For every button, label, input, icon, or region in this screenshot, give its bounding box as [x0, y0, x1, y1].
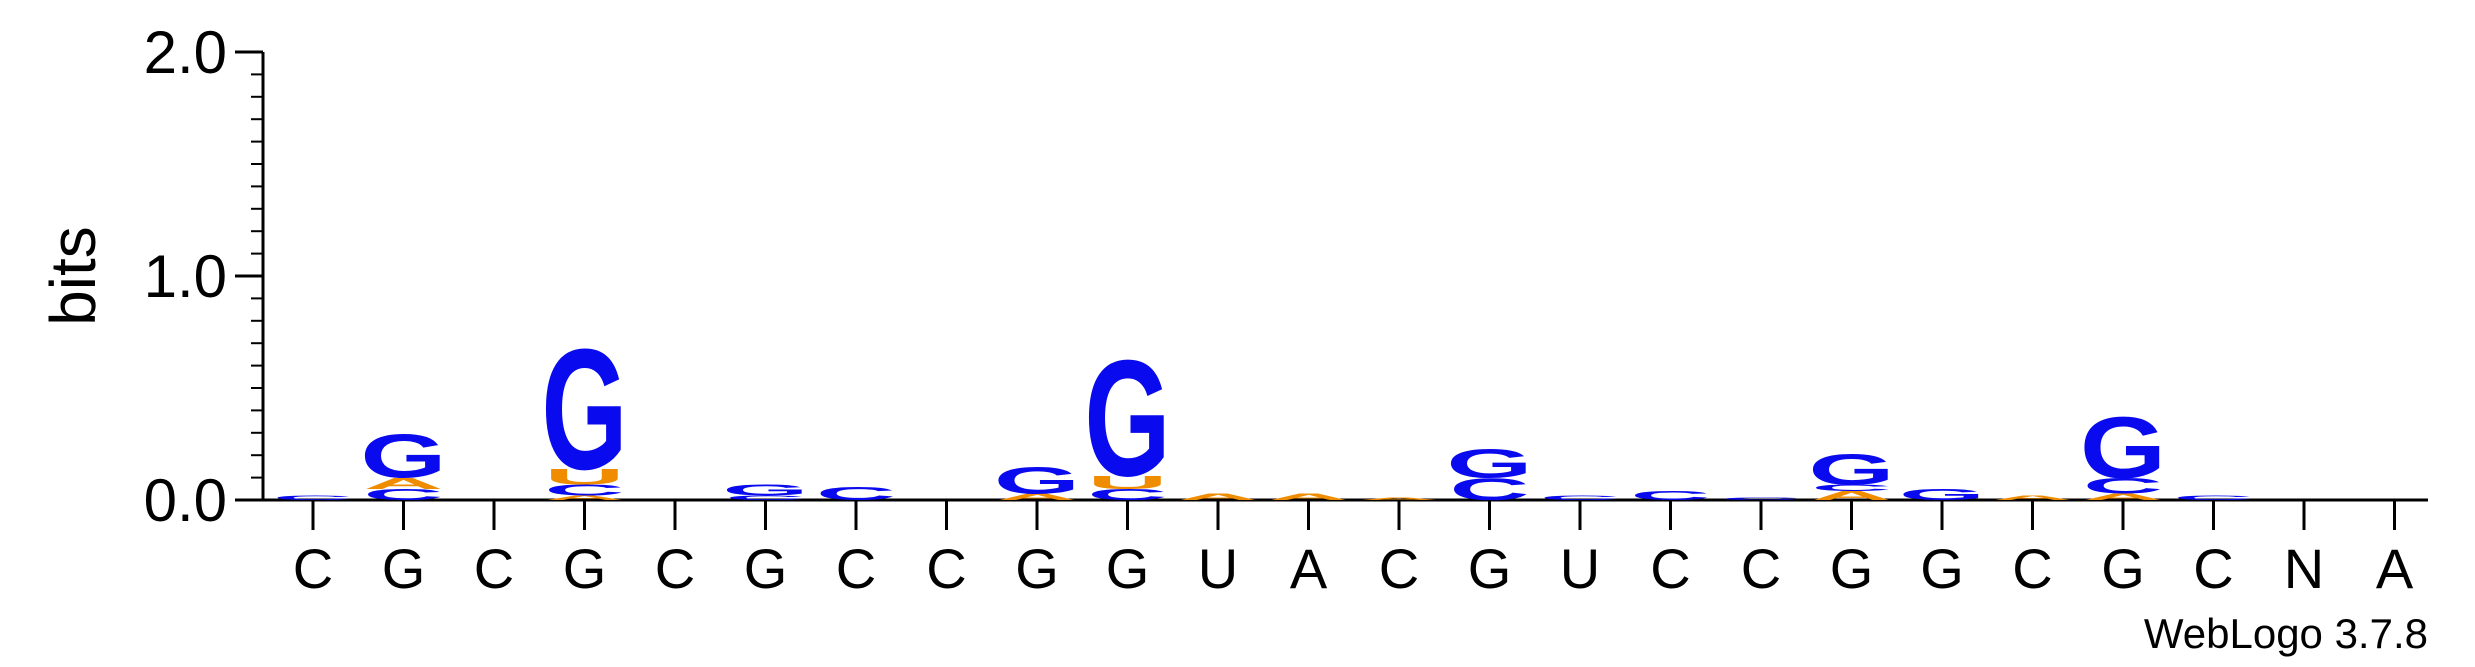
- logo-letter-group: C: [544, 481, 624, 499]
- logo-letter-u: U: [544, 465, 624, 489]
- logo-letter-c: C: [2173, 494, 2253, 501]
- y-tick-label: 0.0: [144, 467, 227, 534]
- logo-letter-group: A: [1268, 492, 1348, 503]
- x-tick-label: A: [1290, 537, 1328, 600]
- x-tick-label: U: [1198, 537, 1238, 600]
- x-tick-label: C: [1741, 537, 1781, 600]
- x-tick-label: N: [2284, 537, 2324, 600]
- x-tick-label: G: [1830, 537, 1874, 600]
- logo-letter-group: A: [1992, 494, 2072, 501]
- logo-letter-a: A: [544, 494, 624, 501]
- x-tick-label: C: [293, 537, 333, 600]
- logo-letter-group: U: [544, 465, 624, 489]
- logo-letter-g: G: [2080, 400, 2166, 497]
- logo-letter-g: G: [541, 313, 627, 506]
- logo-letter-a: A: [363, 475, 443, 493]
- logo-letter-c: C: [725, 494, 805, 501]
- logo-letter-c: C: [1721, 497, 1801, 501]
- y-major-ticks: 0.0 1.0 2.0: [144, 19, 263, 534]
- y-tick-label: 2.0: [144, 19, 227, 86]
- x-tick-label: G: [1106, 537, 1150, 600]
- logo-letter-group: C: [725, 494, 805, 501]
- logo-letter-c: C: [2083, 474, 2163, 498]
- logo-letter-c: C: [1540, 494, 1620, 501]
- logo-letter-a: A: [1811, 489, 1891, 503]
- logo-letter-group: C: [2173, 494, 2253, 501]
- logo-letter-group: C: [273, 494, 353, 501]
- logo-letter-c: C: [1811, 483, 1891, 494]
- logo-letter-g: G: [994, 459, 1080, 501]
- logo-letter-group: C: [816, 483, 896, 504]
- logo-letter-group: C: [1087, 486, 1167, 504]
- x-tick-label: G: [1920, 537, 1964, 600]
- logo-letter-group: G: [722, 481, 808, 499]
- logo-letter-c: C: [273, 494, 353, 501]
- x-tick-label: C: [474, 537, 514, 600]
- logo-letter-a: A: [1178, 492, 1258, 503]
- logo-letter-group: A: [1811, 489, 1891, 503]
- logo-letter-group: G: [994, 459, 1080, 501]
- logo-letter-group: A: [1359, 497, 1439, 501]
- x-tick-label: G: [744, 537, 788, 600]
- logo-letter-group: A: [363, 475, 443, 493]
- logo-letter-g: G: [1084, 325, 1170, 511]
- logo-letter-group: C: [363, 486, 443, 504]
- weblogo-credit: WebLogo 3.7.8: [2144, 610, 2428, 657]
- logo-letter-group: G: [1808, 445, 1894, 494]
- logo-letter-c: C: [816, 483, 896, 504]
- x-tick-label: C: [836, 537, 876, 600]
- logo-letter-group: A: [2083, 492, 2163, 503]
- logo-letter-group: C: [1721, 497, 1801, 501]
- logo-letter-group: C: [1630, 489, 1710, 503]
- x-tick-label: C: [926, 537, 966, 600]
- logo-letter-g: G: [1899, 486, 1985, 504]
- logo-letter-group: U: [1087, 472, 1167, 493]
- x-tick-label: A: [2376, 537, 2414, 600]
- x-tick-label: G: [563, 537, 607, 600]
- x-tick-label: C: [2193, 537, 2233, 600]
- logo-letter-c: C: [544, 481, 624, 499]
- logo-letter-group: G: [360, 422, 446, 492]
- logo-letter-group: G: [2080, 400, 2166, 497]
- logo-letter-group: C: [2083, 474, 2163, 498]
- logo-letter-g: G: [1808, 445, 1894, 494]
- logo-letter-group: G: [1446, 441, 1532, 487]
- logo-letter-group: G: [1899, 486, 1985, 504]
- x-tick-label: G: [382, 537, 426, 600]
- x-tick-label: G: [1015, 537, 1059, 600]
- logo-letter-u: U: [1087, 472, 1167, 493]
- logo-letter-c: C: [1087, 486, 1167, 504]
- x-tick-label: U: [1560, 537, 1600, 600]
- y-axis-label: bits: [37, 226, 109, 326]
- logo-letter-g: G: [722, 481, 808, 499]
- logo-letter-g: G: [1446, 441, 1532, 487]
- x-tick-label: G: [2101, 537, 2145, 600]
- y-tick-label: 1.0: [144, 243, 227, 310]
- x-tick-label: C: [1650, 537, 1690, 600]
- logo-letter-group: A: [997, 492, 1077, 503]
- logo-letter-group: A: [1178, 492, 1258, 503]
- logo-letter-a: A: [997, 492, 1077, 503]
- logo-letter-g: G: [360, 422, 446, 492]
- logo-letter-a: A: [1992, 494, 2072, 501]
- logo-letter-group: C: [1540, 494, 1620, 501]
- logo-letter-group: A: [544, 494, 624, 501]
- x-tick-label: C: [655, 537, 695, 600]
- x-tick-label: G: [1468, 537, 1512, 600]
- y-minor-ticks: [251, 73, 263, 479]
- x-tick-label: C: [2012, 537, 2052, 600]
- logo-letter-c: C: [363, 486, 443, 504]
- logo-letter-a: A: [1359, 497, 1439, 501]
- logo-letter-c: C: [1630, 489, 1710, 503]
- logo-letter-group: G: [541, 313, 627, 506]
- logo-letter-a: A: [2083, 492, 2163, 503]
- logo-letter-a: A: [1268, 492, 1348, 503]
- logo-letter-group: C: [1811, 483, 1891, 494]
- x-tick-label: C: [1379, 537, 1419, 600]
- logo-letter-group: G: [1084, 325, 1170, 511]
